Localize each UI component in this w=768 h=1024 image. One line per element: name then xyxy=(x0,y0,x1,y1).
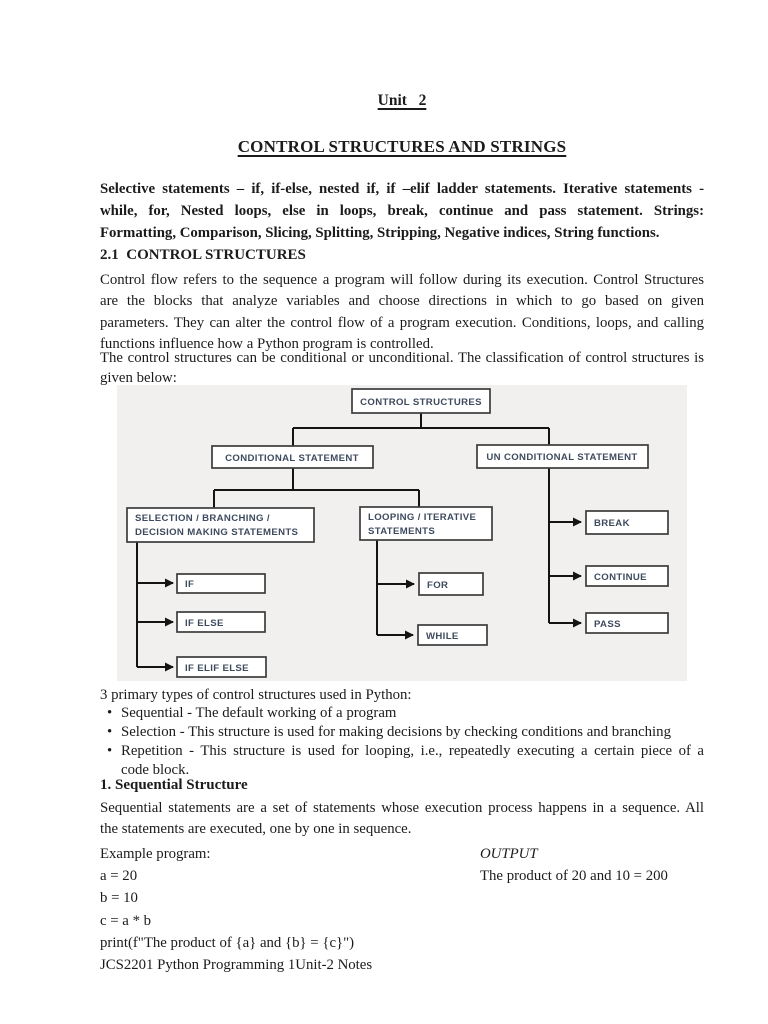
classification-paragraph: The control structures can be conditiona… xyxy=(100,349,704,388)
diagram-connector xyxy=(213,468,420,508)
diagram-box-for xyxy=(418,572,484,596)
syllabus-line: while, for, Nested loops, else in loops,… xyxy=(100,202,704,219)
diagram-box-selection xyxy=(126,507,315,543)
paragraph-line: Control flow refers to the sequence a pr… xyxy=(100,272,704,288)
diagram-node-if: IF xyxy=(185,579,194,590)
diagram-node-if-elif-else: IF ELIF ELSE xyxy=(185,663,249,674)
diagram-node-continue: CONTINUE xyxy=(594,572,647,583)
diagram-box-conditional xyxy=(211,445,374,469)
paragraph-line: parameters. They can alter the control f… xyxy=(100,314,704,331)
syllabus-paragraph: Selective statements – if, if-else, nest… xyxy=(100,179,704,244)
paragraph-line: are the blocks that analyze variables an… xyxy=(100,293,704,310)
types-intro: 3 primary types of control structures us… xyxy=(100,687,412,703)
bullet-list: Sequential - The default working of a pr… xyxy=(100,704,704,780)
bullet-line: Sequential - The default working of a pr… xyxy=(121,705,397,721)
syllabus-line: Selective statements – if, if-else, nest… xyxy=(100,181,704,197)
bullet-line: Selection - This structure is used for m… xyxy=(121,724,671,740)
diagram-node-selection-line2: DECISION MAKING STATEMENTS xyxy=(135,527,299,538)
sequential-structure-heading: 1. Sequential Structure xyxy=(100,777,248,793)
diagram-node-pass: PASS xyxy=(594,619,621,630)
diagram-box-looping xyxy=(359,506,493,541)
diagram-node-looping-line1: LOOPING / ITERATIVE xyxy=(368,512,477,523)
diagram-box-unconditional xyxy=(476,444,649,469)
diagram-node-while: WHILE xyxy=(426,631,459,642)
diagram-node-if-else: IF ELSE xyxy=(185,618,224,629)
output-block: OUTPUT The product of 20 and 10 = 200 xyxy=(480,843,720,887)
example-program-block: Example program: a = 20 b = 10 c = a * b… xyxy=(100,843,470,954)
diagram-box-while xyxy=(417,624,488,646)
diagram-node-for: FOR xyxy=(427,580,448,591)
code-line: a = 20 xyxy=(100,868,138,885)
paragraph-line: The control structures can be conditiona… xyxy=(100,350,704,366)
unit-title: Unit 2 xyxy=(377,92,427,109)
diagram-box-continue xyxy=(585,565,669,587)
diagram-canvas: CONTROL STRUCTURES CONDITIONAL STATEMENT… xyxy=(126,388,669,678)
example-program-label: Example program: xyxy=(100,846,211,862)
control-flow-paragraph: Control flow refers to the sequence a pr… xyxy=(100,270,704,355)
code-line: b = 10 xyxy=(100,890,138,907)
section-heading: 2.1 CONTROL STRUCTURES xyxy=(100,247,306,263)
diagram-node-selection-line1: SELECTION / BRANCHING / xyxy=(135,513,270,524)
paragraph-line: functions influence how a Python program… xyxy=(100,335,434,352)
page-footer: JCS2201 Python Programming 1Unit-2 Notes xyxy=(100,957,373,973)
diagram-node-control-structures: CONTROL STRUCTURES xyxy=(360,397,482,408)
bullet-item-sequential: Sequential - The default working of a pr… xyxy=(100,704,704,723)
diagram-box-control-structures xyxy=(351,388,491,414)
output-value: The product of 20 and 10 = 200 xyxy=(480,868,668,885)
diagram-node-break: BREAK xyxy=(594,518,630,529)
code-line: c = a * b xyxy=(100,912,152,929)
diagram-box-pass xyxy=(585,612,669,634)
page-title: CONTROL STRUCTURES AND STRINGS xyxy=(237,137,567,156)
code-line: print(f"The product of {a} and {b} = {c}… xyxy=(100,934,355,951)
diagram-box-if xyxy=(176,573,266,594)
paragraph-line: Sequential statements are a set of state… xyxy=(100,800,704,816)
paragraph-line: given below: xyxy=(100,369,177,386)
control-structures-diagram: CONTROL STRUCTURES CONDITIONAL STATEMENT… xyxy=(117,385,687,681)
bullet-item-selection: Selection - This structure is used for m… xyxy=(100,723,704,742)
paragraph-line: the statements are executed, one by one … xyxy=(100,821,412,837)
bullet-item-repetition: Repetition - This structure is used for … xyxy=(100,742,704,780)
syllabus-line: Formatting, Comparison, Slicing, Splitti… xyxy=(100,224,660,241)
diagram-node-conditional-statement: CONDITIONAL STATEMENT xyxy=(225,453,359,464)
diagram-node-unconditional-statement: UN CONDITIONAL STATEMENT xyxy=(486,452,637,463)
diagram-box-if-elif-else xyxy=(176,656,267,678)
diagram-node-looping-line2: STATEMENTS xyxy=(368,526,435,537)
bullet-line: Repetition - This structure is used for … xyxy=(121,743,704,759)
diagram-box-if-else xyxy=(176,611,266,633)
bullet-line: code block. xyxy=(121,762,190,778)
output-label: OUTPUT xyxy=(480,846,538,862)
sequential-paragraph: Sequential statements are a set of state… xyxy=(100,798,704,840)
diagram-connector xyxy=(292,413,550,446)
diagram-box-break xyxy=(585,510,669,535)
